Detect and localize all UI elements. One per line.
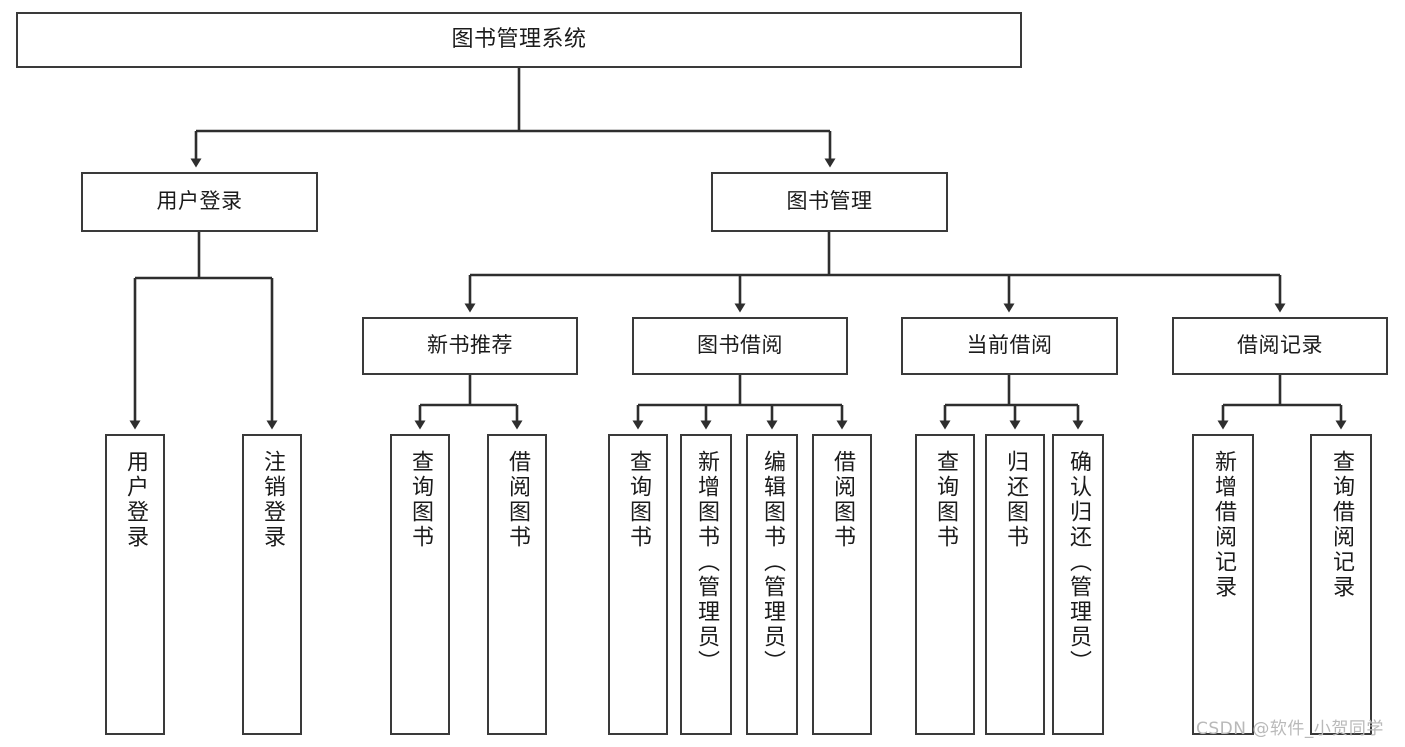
node-leaf-borrow-book-2[interactable]: 借阅图书: [812, 434, 872, 735]
node-leaf-add-record[interactable]: 新增借阅记录: [1192, 434, 1254, 735]
watermark-text: CSDN @软件_小贺同学: [1196, 719, 1384, 739]
node-book-borrow[interactable]: 图书借阅: [632, 317, 848, 375]
node-label: 借阅图书: [505, 450, 530, 550]
node-label: 查询图书: [626, 450, 651, 550]
node-leaf-return-book[interactable]: 归还图书: [985, 434, 1045, 735]
node-book-manage[interactable]: 图书管理: [711, 172, 948, 232]
node-label: 新增借阅记录: [1211, 450, 1236, 600]
node-borrow-record[interactable]: 借阅记录: [1172, 317, 1388, 375]
node-label: 查询借阅记录: [1329, 450, 1354, 600]
node-label: 编辑图书（管理员）: [760, 450, 785, 675]
node-leaf-logout[interactable]: 注销登录: [242, 434, 302, 735]
node-leaf-edit-book[interactable]: 编辑图书（管理员）: [746, 434, 798, 735]
node-label: 图书管理系统: [451, 26, 587, 52]
node-root-system[interactable]: 图书管理系统: [16, 12, 1022, 68]
node-leaf-query-book-1[interactable]: 查询图书: [390, 434, 450, 735]
node-new-book-recommend[interactable]: 新书推荐: [362, 317, 578, 375]
node-current-borrow[interactable]: 当前借阅: [901, 317, 1118, 375]
node-label: 图书借阅: [697, 333, 783, 358]
node-label: 新增图书（管理员）: [694, 450, 719, 675]
node-label: 新书推荐: [427, 333, 513, 358]
node-leaf-add-book[interactable]: 新增图书（管理员）: [680, 434, 732, 735]
node-label: 借阅图书: [830, 450, 855, 550]
node-label: 查询图书: [933, 450, 958, 550]
node-label: 图书管理: [786, 189, 873, 214]
node-leaf-query-record[interactable]: 查询借阅记录: [1310, 434, 1372, 735]
node-label: 查询图书: [408, 450, 433, 550]
node-label: 当前借阅: [966, 333, 1053, 358]
node-label: 归还图书: [1003, 450, 1028, 550]
node-label: 注销登录: [260, 450, 285, 550]
node-leaf-query-book-3[interactable]: 查询图书: [915, 434, 975, 735]
node-label: 用户登录: [156, 189, 243, 214]
node-label: 用户登录: [123, 450, 148, 550]
node-label: 确认归还（管理员）: [1066, 450, 1091, 675]
node-leaf-query-book-2[interactable]: 查询图书: [608, 434, 668, 735]
node-user-login[interactable]: 用户登录: [81, 172, 318, 232]
node-leaf-borrow-book-1[interactable]: 借阅图书: [487, 434, 547, 735]
node-leaf-user-login[interactable]: 用户登录: [105, 434, 165, 735]
node-label: 借阅记录: [1237, 333, 1323, 358]
node-leaf-confirm-return[interactable]: 确认归还（管理员）: [1052, 434, 1104, 735]
